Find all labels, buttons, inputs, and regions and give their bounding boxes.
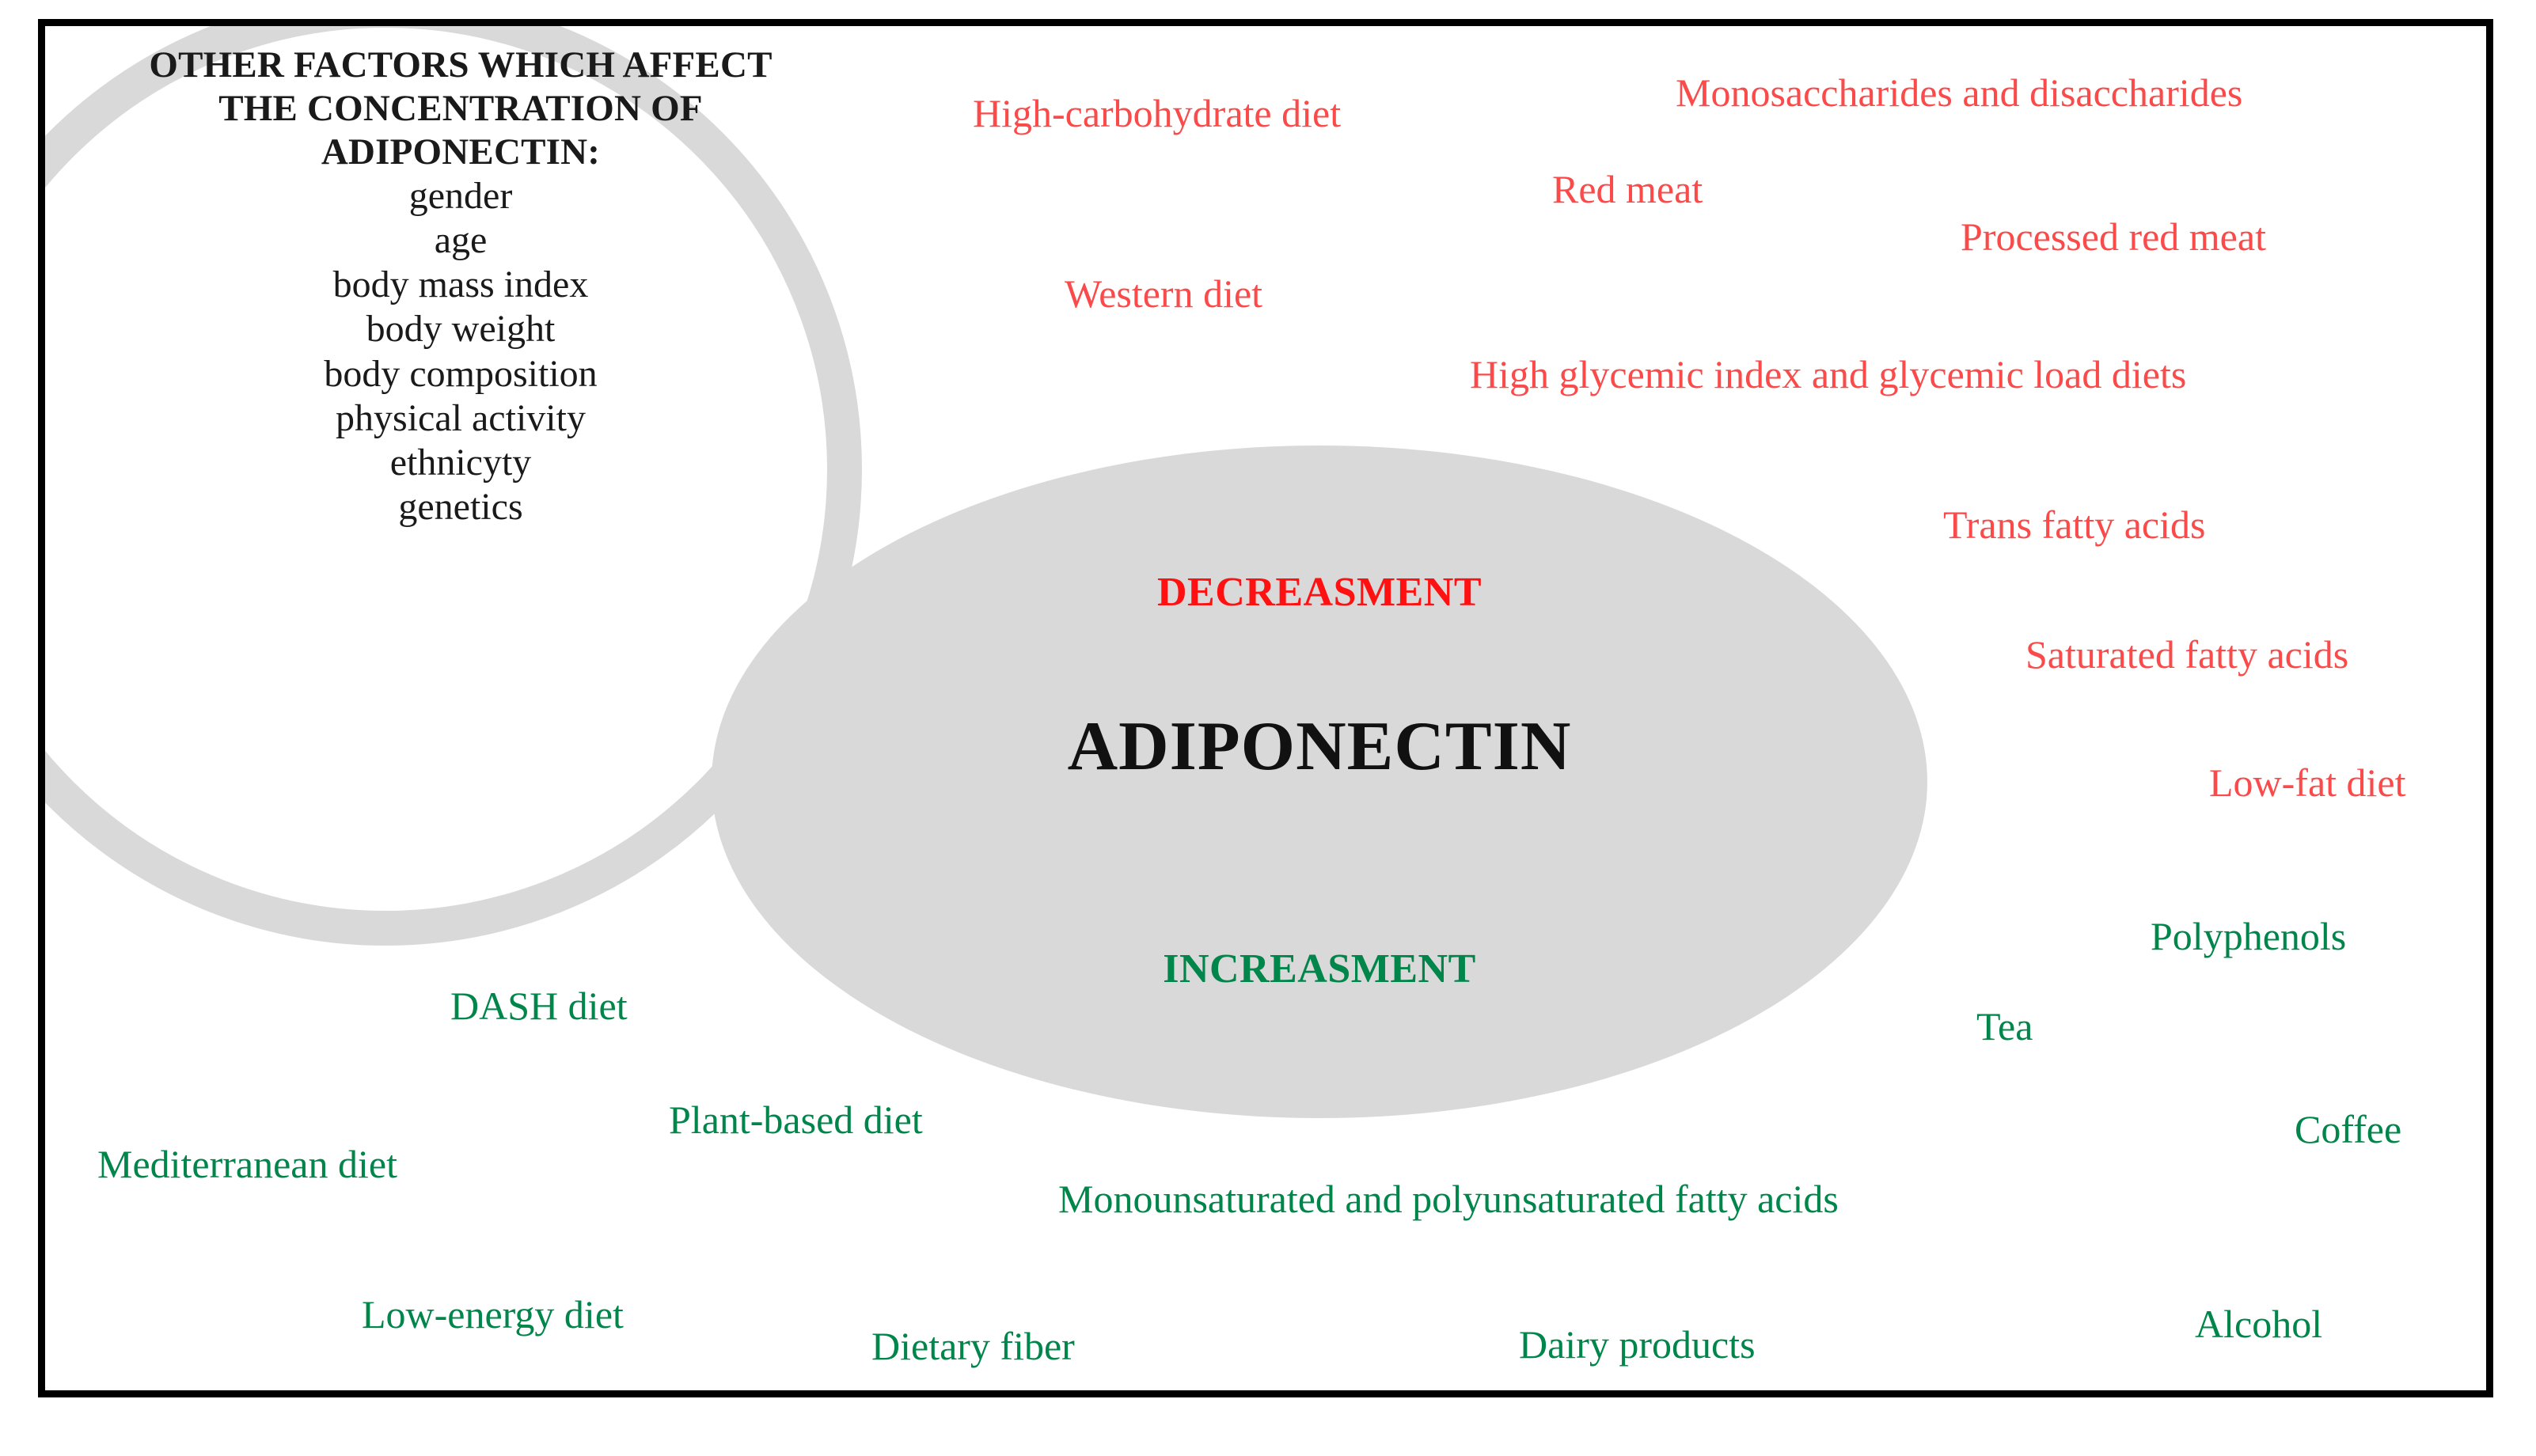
decrease-factor-low-fat-diet: Low-fat diet <box>2209 760 2406 805</box>
page-title: ADIPONECTIN <box>1067 708 1572 785</box>
increase-factor-low-energy-diet: Low-energy diet <box>362 1292 624 1337</box>
other-factor-item: physical activity <box>336 396 586 439</box>
increase-factor-tea: Tea <box>1976 1004 2033 1048</box>
other-factor-item: body mass index <box>332 264 589 306</box>
other-factors-heading-line-1: OTHER FACTORS WHICH AFFECT <box>149 44 773 85</box>
other-factors-block: OTHER FACTORS WHICH AFFECT THE CONCENTRA… <box>69 44 852 529</box>
other-factor-item: ethnicyty <box>389 441 532 483</box>
figure-frame: OTHER FACTORS WHICH AFFECT THE CONCENTRA… <box>38 19 2493 1397</box>
decrease-factor-saturated-fatty-acids: Saturated fatty acids <box>2025 632 2349 677</box>
increase-factor-dietary-fiber: Dietary fiber <box>871 1324 1075 1368</box>
increasement-label: INCREASMENT <box>1163 946 1476 992</box>
other-factor-item: body composition <box>324 352 598 395</box>
decrease-factor-western-diet: Western diet <box>1065 271 1263 316</box>
other-factors-heading-line-3: ADIPONECTIN: <box>321 131 601 173</box>
increase-factor-plant-based-diet: Plant-based diet <box>669 1098 923 1142</box>
decrease-factor-processed-red-meat: Processed red meat <box>1961 214 2266 259</box>
other-factor-item: age <box>434 219 488 262</box>
decrease-factor-high-glycemic-index-and-glycemic-load-diets: High glycemic index and glycemic load di… <box>1470 352 2187 396</box>
decrease-factor-red-meat: Red meat <box>1552 167 1703 211</box>
increase-factor-dairy-products: Dairy products <box>1519 1322 1756 1367</box>
increase-factor-dash-diet: DASH diet <box>450 984 628 1028</box>
increase-factor-monounsaturated-and-polyunsaturated-fatty-acids: Monounsaturated and polyunsaturated fatt… <box>1058 1177 1839 1221</box>
increase-factor-coffee: Coffee <box>2295 1107 2402 1151</box>
other-factor-item: gender <box>408 174 513 217</box>
labels-layer: OTHER FACTORS WHICH AFFECT THE CONCENTRA… <box>45 26 2486 1390</box>
increase-factor-polyphenols: Polyphenols <box>2151 914 2347 958</box>
increase-factor-alcohol: Alcohol <box>2195 1302 2323 1346</box>
increase-factor-mediterranean-diet: Mediterranean diet <box>97 1142 397 1186</box>
decrease-factor-trans-fatty-acids: Trans fatty acids <box>1943 502 2206 547</box>
other-factors-heading-line-2: THE CONCENTRATION OF <box>218 87 703 129</box>
other-factor-item: body weight <box>366 308 556 351</box>
decreasement-label: DECREASMENT <box>1157 570 1482 615</box>
decrease-factor-high-carbohydrate-diet: High-carbohydrate diet <box>973 91 1342 135</box>
other-factor-item: genetics <box>398 486 523 529</box>
decrease-factor-monosaccharides-and-disaccharides: Monosaccharides and disaccharides <box>1676 70 2243 115</box>
